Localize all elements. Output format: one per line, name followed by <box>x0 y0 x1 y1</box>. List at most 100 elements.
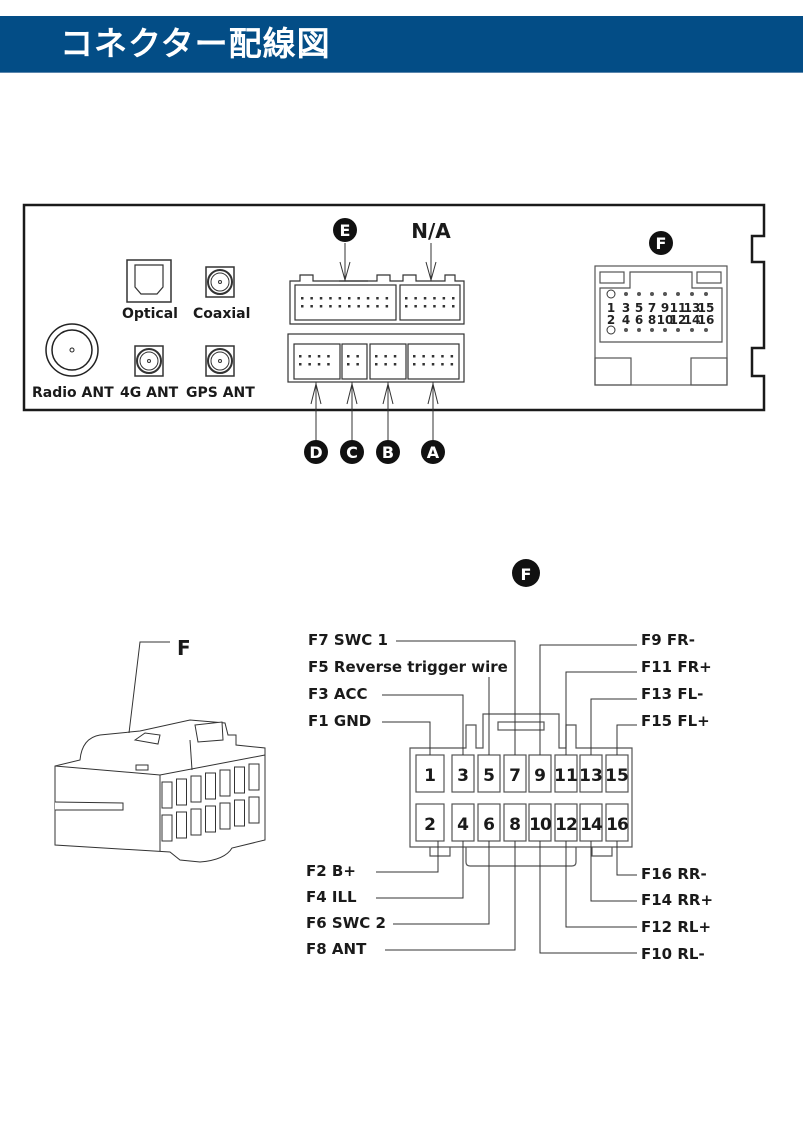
f-socket-pin-number: 14 <box>684 313 701 327</box>
leader-line <box>565 841 637 928</box>
arrow-e <box>339 243 351 282</box>
f-socket-pin-dot <box>704 292 708 296</box>
leader-line <box>565 671 637 755</box>
pin-dot-b <box>375 355 378 358</box>
pin-dot-na <box>452 297 455 300</box>
pin-label: F8 ANT <box>306 940 367 958</box>
pin-dot-e <box>376 305 379 308</box>
pin-dot-c <box>356 363 359 366</box>
pin-number: 10 <box>529 815 552 835</box>
pin-dot-c <box>347 355 350 358</box>
pin-dot-a <box>413 363 416 366</box>
pin-label: F2 B+ <box>306 862 356 880</box>
pin-dot-e <box>385 297 389 300</box>
f-socket-pin-dot <box>650 328 654 332</box>
pin-dot-na <box>433 305 436 308</box>
connector-slot <box>205 805 216 833</box>
f-socket-pin-dot <box>637 292 641 296</box>
leader-line <box>396 640 516 755</box>
f-socket-pin-number: 8 <box>648 313 656 327</box>
leader-line <box>539 644 637 755</box>
leader-line <box>382 694 464 755</box>
pin-dot-e <box>310 297 313 300</box>
svg-text:D: D <box>309 443 322 462</box>
pin-label: F7 SWC 1 <box>308 631 388 649</box>
pin-dot-b <box>375 363 378 366</box>
f-socket-pin-dot <box>690 328 694 332</box>
pin-number: 4 <box>457 815 469 835</box>
svg-text:E: E <box>340 221 351 240</box>
badge-f-pinout: F <box>512 559 540 587</box>
pin-label: F12 RL+ <box>641 918 711 936</box>
4g-ant-label: 4G ANT <box>120 385 179 401</box>
f-socket-pin-number: 6 <box>635 313 643 327</box>
leader-line <box>539 841 637 954</box>
leader-line <box>616 724 637 755</box>
pin-dot-d <box>299 355 302 358</box>
optical-port <box>126 259 172 303</box>
pin-dot-e <box>366 305 370 308</box>
pin-label: F13 FL- <box>641 685 703 703</box>
pin-dot-na <box>442 305 446 308</box>
pin-number: 11 <box>554 766 578 786</box>
f-socket-pin-number: 1 <box>607 301 615 315</box>
pin-dot-c <box>347 363 350 366</box>
pin-number: 1 <box>424 766 436 786</box>
pin-dot-e <box>319 305 323 308</box>
pin-dot-e <box>329 305 332 308</box>
pin-dot-c <box>356 355 359 358</box>
connector-slot <box>161 814 173 842</box>
gps-ant-label: GPS ANT <box>186 385 255 401</box>
pin-dot-na <box>423 305 427 308</box>
svg-text:F: F <box>656 234 667 253</box>
connector-slot <box>190 808 202 836</box>
header-bar: コネクター配線図 <box>0 16 803 73</box>
pin-dot-d <box>327 363 330 366</box>
leader-line <box>393 841 490 925</box>
connector-slot <box>176 778 187 806</box>
f-socket-pin-dot <box>676 328 680 332</box>
pin-dot-e <box>301 297 304 300</box>
gps-ant-port <box>205 345 235 377</box>
pin-dot-na <box>433 297 436 300</box>
connector-slot <box>205 772 216 800</box>
pin-number: 6 <box>483 815 495 835</box>
badge-d: D <box>304 440 328 464</box>
pin-dot-a <box>413 355 416 358</box>
pin-dot-d <box>317 363 321 366</box>
pin-dot-e <box>366 297 370 300</box>
f-socket-pin-number: 7 <box>648 301 656 315</box>
pin-dot-e <box>348 305 351 308</box>
pin-dot-na <box>405 297 408 300</box>
pin-dot-a <box>431 363 435 366</box>
arrows-dcba <box>310 382 439 440</box>
pin-dot-na <box>442 297 446 300</box>
connector-na-pins <box>405 297 455 308</box>
connector-slot <box>176 811 187 839</box>
f-socket-pin-number: 10 <box>657 313 674 327</box>
pin-dot-e <box>357 305 360 308</box>
pin-dot-e <box>329 297 332 300</box>
pin-number: 2 <box>424 815 436 835</box>
connector-e-na-block <box>289 274 465 325</box>
connector-e-pins <box>301 297 389 308</box>
leader-line <box>590 841 637 902</box>
pin-dot-na <box>414 297 417 300</box>
pin-number: 16 <box>606 815 628 835</box>
pin-dot-b <box>393 355 397 358</box>
pin-label: F16 RR- <box>641 865 707 883</box>
f-socket-pin-dot <box>637 328 641 332</box>
radio-ant-port <box>45 323 99 377</box>
badge-na: N/A <box>411 219 451 243</box>
pin-dot-b <box>393 363 397 366</box>
pin-dot-e <box>385 305 389 308</box>
leader-line <box>590 698 637 755</box>
connector-f-label: F <box>177 636 191 660</box>
f-socket-pin-number: 13 <box>684 301 701 315</box>
f-socket-pin-number: 11 <box>670 301 687 315</box>
pin-dot-na <box>405 305 408 308</box>
pin-dot-e <box>301 305 304 308</box>
4g-ant-port <box>134 345 164 377</box>
